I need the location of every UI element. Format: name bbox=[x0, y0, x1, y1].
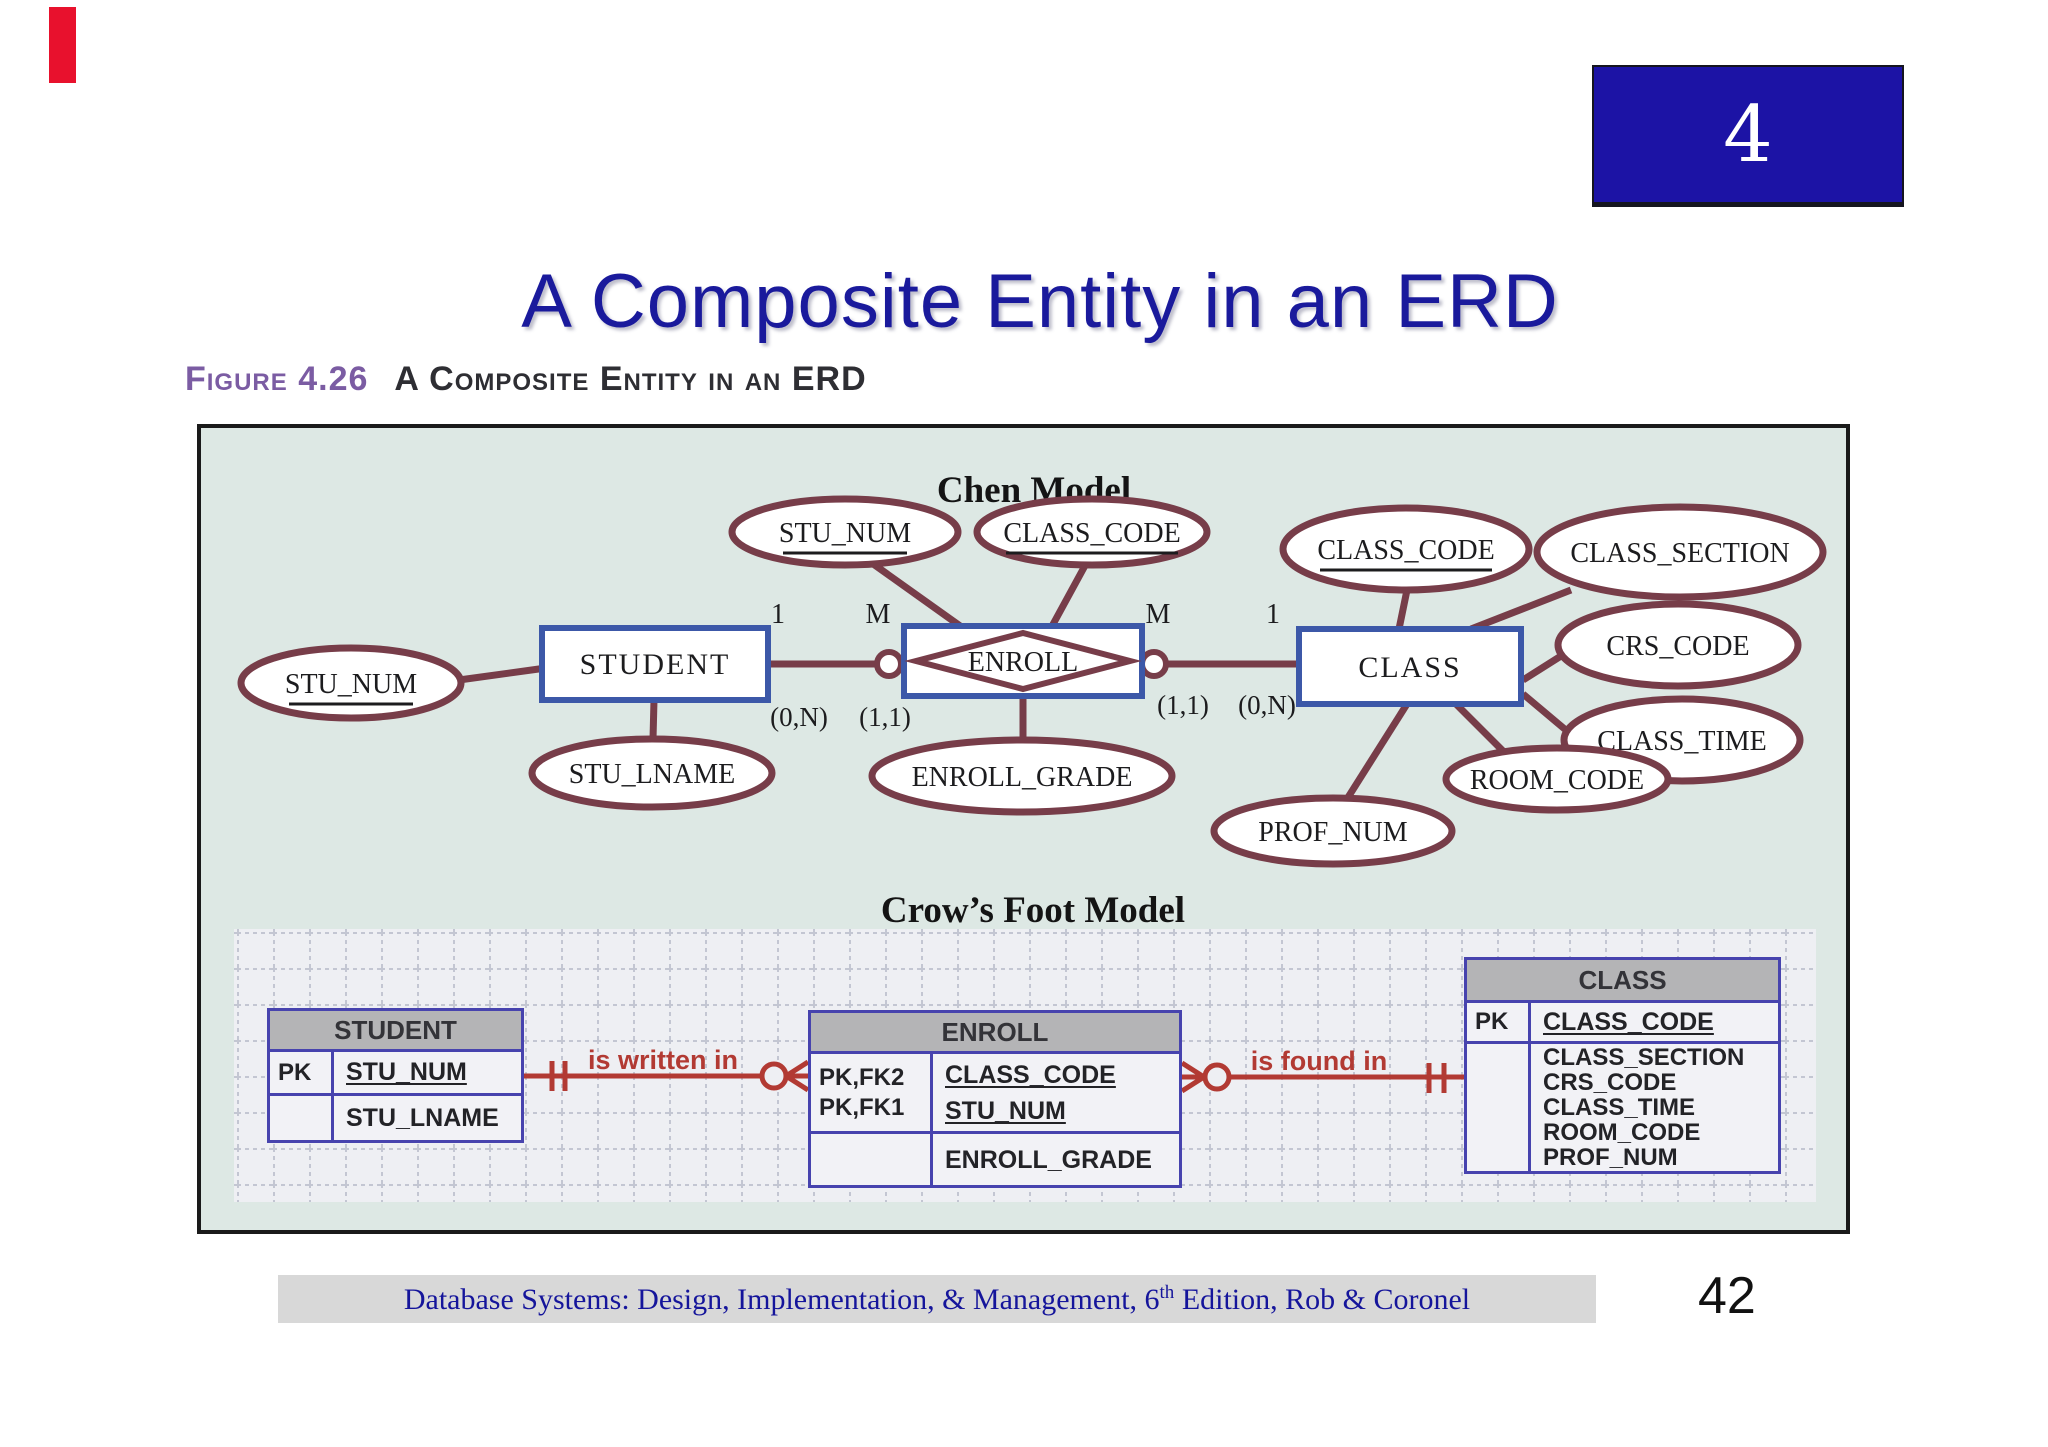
attribute-label: CLASS_CODE bbox=[1003, 518, 1180, 549]
slide-title: A Composite Entity in an ERD bbox=[521, 259, 1559, 344]
attribute-cell: STU_NUM bbox=[346, 1058, 467, 1086]
footer-credit-bar: Database Systems: Design, Implementation… bbox=[278, 1275, 1596, 1323]
chapter-number-badge: 4 bbox=[1592, 65, 1904, 207]
attribute-cell: ENROLL_GRADE bbox=[945, 1145, 1152, 1174]
relationship-label-written-in: is written in bbox=[588, 1045, 738, 1075]
table-row: PK,FK2 PK,FK1 CLASS_CODE STU_NUM bbox=[811, 1054, 1179, 1134]
attribute-oval-stu-lname bbox=[528, 735, 776, 811]
attribute-label: STU_LNAME bbox=[569, 759, 735, 790]
table-header: CLASS bbox=[1467, 960, 1778, 1003]
attribute-label: CLASS_SECTION bbox=[1570, 538, 1789, 569]
pk-cell bbox=[270, 1096, 334, 1140]
crow-connector-found-in bbox=[1180, 1060, 1464, 1094]
table-row: ENROLL_GRADE bbox=[811, 1134, 1179, 1185]
participation-11-left: (1,1) bbox=[859, 702, 911, 732]
table-header: ENROLL bbox=[811, 1013, 1179, 1054]
chen-connector-circle-right bbox=[1139, 649, 1169, 679]
attribute-cell: CRS_CODE bbox=[1543, 1069, 1677, 1096]
attribute-oval-stu-num-top bbox=[728, 495, 962, 569]
connectivity-1-class: 1 bbox=[1266, 599, 1280, 630]
attribute-cell: CLASS_SECTION bbox=[1543, 1044, 1745, 1071]
attribute-oval-prof-num bbox=[1210, 794, 1456, 868]
table-row: PK STU_NUM bbox=[270, 1052, 521, 1096]
attribute-cell: PROF_NUM bbox=[1543, 1144, 1678, 1171]
attribute-label: ENROLL_GRADE bbox=[912, 762, 1133, 793]
crow-table-enroll: ENROLL PK,FK2 PK,FK1 CLASS_CODE STU_NUM … bbox=[808, 1010, 1182, 1188]
chen-attributes: STU_NUM STU_LNAME STU_NUM CLASS_CODE ENR… bbox=[237, 495, 1827, 868]
pk-fk-cell: PK,FK2 PK,FK1 bbox=[811, 1054, 933, 1131]
attribute-oval-class-code-top bbox=[973, 495, 1211, 569]
attribute-oval-crs-code bbox=[1554, 600, 1802, 690]
attribute-cell: STU_LNAME bbox=[346, 1103, 499, 1132]
attribute-label: PROF_NUM bbox=[1258, 817, 1407, 848]
attribute-oval-room-code bbox=[1442, 744, 1672, 814]
attribute-cell: CLASS_CODE bbox=[945, 1060, 1116, 1089]
crow-model-heading: Crow’s Foot Model bbox=[881, 890, 1185, 931]
attribute-oval-class-section bbox=[1533, 503, 1827, 601]
attribute-cell: ROOM_CODE bbox=[1543, 1119, 1701, 1146]
attribute-cell: CLASS_TIME bbox=[1543, 1094, 1696, 1121]
erd-figure: Chen Model Crow’s Foot Model bbox=[197, 424, 1850, 1234]
table-row: PK CLASS_CODE bbox=[1467, 1003, 1778, 1044]
attribute-label: ROOM_CODE bbox=[1470, 765, 1644, 796]
entity-rect-class bbox=[1296, 626, 1524, 707]
participation-11-right: (1,1) bbox=[1157, 690, 1209, 720]
table-row: STU_LNAME bbox=[270, 1096, 521, 1140]
entity-rect-student bbox=[539, 625, 771, 703]
pk-cell bbox=[1467, 1044, 1531, 1171]
attribute-cell: CLASS_CODE bbox=[1543, 1007, 1714, 1036]
connectivity-m-enroll-right: M bbox=[1146, 599, 1171, 630]
pk-cell: PK bbox=[270, 1052, 334, 1093]
chen-connector-circle-left bbox=[874, 649, 904, 679]
attribute-cell: STU_NUM bbox=[945, 1096, 1066, 1125]
key-line: PK,FK1 bbox=[819, 1093, 905, 1121]
table-header: STUDENT bbox=[270, 1011, 521, 1052]
key-line: PK,FK2 bbox=[819, 1063, 905, 1091]
entity-label-class: CLASS bbox=[1358, 651, 1461, 684]
attribute-oval-stu-num-left bbox=[237, 644, 465, 722]
figure-title: A Composite Entity in an ERD bbox=[394, 360, 867, 398]
attribute-label: STU_NUM bbox=[285, 669, 417, 700]
relationship-label-enroll: ENROLL bbox=[968, 647, 1078, 678]
participation-0n-right: (0,N) bbox=[1238, 690, 1296, 720]
pk-cell: PK bbox=[1467, 1003, 1531, 1041]
pk-cell bbox=[811, 1134, 933, 1185]
connectivity-m-enroll-left: M bbox=[866, 599, 891, 630]
relationship-diamond-enroll bbox=[904, 629, 1142, 693]
crow-connector-written-in bbox=[524, 1059, 810, 1093]
footer-text: Database Systems: Design, Implementation… bbox=[403, 1281, 1471, 1316]
crow-foot-icon bbox=[1180, 1074, 1206, 1094]
chapter-number: 4 bbox=[1723, 89, 1773, 180]
attribute-oval-enroll-grade bbox=[868, 736, 1176, 816]
attribute-label: CLASS_CODE bbox=[1317, 535, 1494, 566]
red-accent-bar bbox=[49, 7, 76, 83]
connectivity-1-student: 1 bbox=[771, 599, 785, 630]
crow-foot-icon bbox=[784, 1073, 810, 1093]
relationship-label-found-in: is found in bbox=[1251, 1046, 1387, 1076]
optional-circle-icon bbox=[759, 1061, 789, 1091]
crow-table-class: CLASS PK CLASS_CODE CLASS_SECTION CRS_CO… bbox=[1464, 957, 1781, 1174]
attribute-label: CRS_CODE bbox=[1606, 631, 1749, 662]
participation-0n-left: (0,N) bbox=[770, 702, 828, 732]
page-number: 42 bbox=[1698, 1267, 1756, 1325]
attribute-label: STU_NUM bbox=[779, 518, 911, 549]
table-row: CLASS_SECTION CRS_CODE CLASS_TIME ROOM_C… bbox=[1467, 1044, 1778, 1171]
figure-label: Figure 4.26 bbox=[185, 360, 369, 398]
figure-caption: Figure 4.26 A Composite Entity in an ERD bbox=[185, 360, 867, 399]
entity-label-student: STUDENT bbox=[580, 648, 731, 681]
crow-table-student: STUDENT PK STU_NUM STU_LNAME bbox=[267, 1008, 524, 1143]
optional-circle-icon bbox=[1202, 1062, 1232, 1092]
